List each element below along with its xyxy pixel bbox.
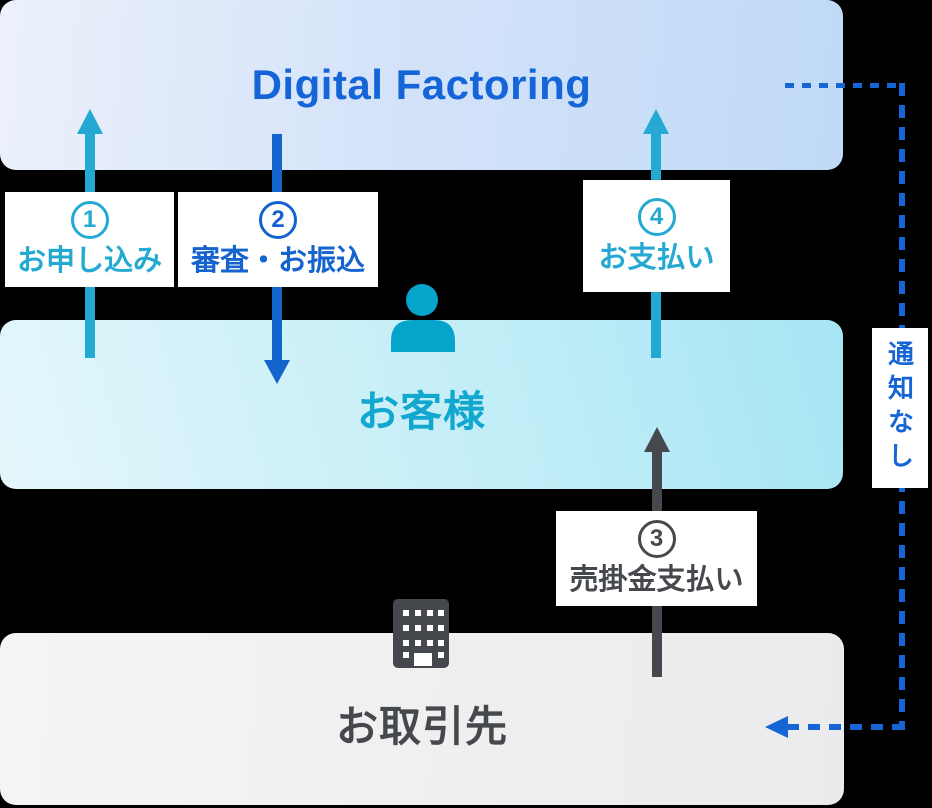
step-1-number: 1	[82, 206, 97, 234]
step-4-label-box: 4 お支払い	[583, 180, 730, 292]
step-3-label-box: 3 売掛金支払い	[556, 511, 757, 606]
customer-title: お客様	[356, 388, 486, 435]
partner-title: お取引先	[335, 702, 508, 750]
no-notification-note-box: 通知なし	[872, 328, 928, 488]
arrow-2-down-icon	[264, 360, 290, 384]
step-4-number: 4	[649, 202, 664, 230]
step-2-label-box: 2 審査・お振込	[178, 192, 378, 287]
dashed-arrow-left-icon	[765, 716, 788, 738]
step-4-number-badge: 4	[637, 197, 676, 236]
arrow-4-up-icon	[643, 109, 669, 134]
dashed-line-top-segment	[785, 83, 904, 88]
step-3-number-badge: 3	[637, 520, 676, 559]
arrow-3-up-icon	[644, 427, 670, 452]
digital-factoring-title: Digital Factoring	[251, 61, 592, 108]
step-2-number: 2	[271, 206, 285, 234]
partner-box: お取引先	[0, 633, 844, 805]
no-notification-label: 通知なし	[884, 340, 915, 476]
step-1-label-box: 1 お申し込み	[5, 192, 174, 287]
step-1-label: お申し込み	[16, 245, 162, 278]
step-1-number-badge: 1	[70, 201, 109, 240]
digital-factoring-box: Digital Factoring	[0, 0, 843, 170]
dashed-line-bottom-segment	[787, 724, 904, 730]
step-2-number-badge: 2	[259, 201, 297, 240]
arrow-1-up-icon	[77, 109, 103, 134]
building-icon	[393, 599, 449, 668]
step-2-label: 審査・お振込	[190, 245, 365, 278]
person-icon	[391, 284, 455, 352]
step-3-number: 3	[649, 525, 664, 553]
step-3-label: 売掛金支払い	[569, 564, 744, 597]
step-4-label: お支払い	[598, 241, 715, 274]
